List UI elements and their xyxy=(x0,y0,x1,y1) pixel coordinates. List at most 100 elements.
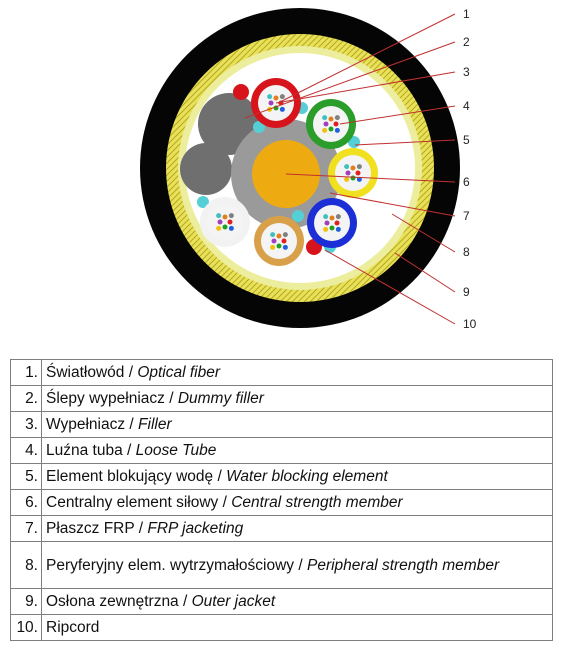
tube-interior xyxy=(313,106,349,142)
legend-description: Ripcord xyxy=(41,614,553,641)
optical-fiber xyxy=(328,126,334,132)
legend-polish: Światłowód / xyxy=(46,364,138,381)
legend-english: Filler xyxy=(138,416,172,433)
optical-fiber xyxy=(350,175,356,181)
cable-body xyxy=(140,8,460,328)
leader-line xyxy=(244,41,456,119)
optical-fiber xyxy=(216,213,222,219)
optical-fiber xyxy=(333,121,339,127)
optical-fiber xyxy=(322,127,328,133)
leader-line xyxy=(275,71,456,104)
legend-number: 10. xyxy=(10,614,42,641)
optical-fiber xyxy=(328,116,334,122)
callout-label-2: 2 xyxy=(463,35,470,49)
legend-polish: Peryferyjny elem. wytrzymałościowy / xyxy=(46,556,307,574)
leader-lines xyxy=(244,13,456,325)
optical-fiber xyxy=(270,232,276,238)
legend-number: 9. xyxy=(10,588,42,615)
legend-row: 10.Ripcord xyxy=(10,614,553,641)
optical-fiber xyxy=(267,94,273,100)
legend-description: Centralny element siłowy / Central stren… xyxy=(41,489,553,516)
legend-description: Ślepy wypełniacz / Dummy filler xyxy=(41,385,553,412)
optical-fiber xyxy=(324,220,330,226)
legend-polish: Luźna tuba / xyxy=(46,442,136,459)
legend-polish: Wypełniacz / xyxy=(46,416,139,433)
legend-english: Central strength member xyxy=(231,494,403,511)
legend-description: Element blokujący wodę / Water blocking … xyxy=(41,463,553,490)
legend-number: 1. xyxy=(10,359,42,386)
legend-number: 7. xyxy=(10,515,42,542)
tube-interior xyxy=(335,155,371,191)
optical-fiber xyxy=(268,100,274,106)
callout-label-7: 7 xyxy=(463,209,470,223)
legend-polish: Płaszcz FRP / xyxy=(46,520,148,537)
water-blocking-element xyxy=(292,210,304,222)
optical-fiber xyxy=(282,244,288,250)
optical-fiber xyxy=(355,170,361,176)
optical-fiber xyxy=(222,214,228,220)
legend-row: 2.Ślepy wypełniacz / Dummy filler xyxy=(10,385,553,412)
legend-number: 8. xyxy=(10,541,42,589)
legend-english: Water blocking element xyxy=(226,468,388,485)
optical-fiber xyxy=(350,165,356,171)
legend-description: Światłowód / Optical fiber xyxy=(41,359,553,386)
optical-fiber xyxy=(344,176,350,182)
callout-label-1: 1 xyxy=(463,7,470,21)
optical-fiber xyxy=(334,127,340,133)
leader-line xyxy=(285,173,456,183)
tube-interior xyxy=(261,223,297,259)
optical-fiber xyxy=(335,214,341,220)
legend-english: Loose Tube xyxy=(135,442,217,459)
legend-row: 5.Element blokujący wodę / Water blockin… xyxy=(10,463,553,490)
leader-line xyxy=(339,105,456,125)
optical-fiber xyxy=(356,176,362,182)
tube-interior xyxy=(207,204,243,240)
optical-fiber xyxy=(329,225,335,231)
water-blocking-element xyxy=(197,196,209,208)
legend-english: Optical fiber xyxy=(137,364,221,381)
optical-fiber xyxy=(356,164,362,170)
optical-fiber xyxy=(282,232,288,238)
legend-row: 7.Płaszcz FRP / FRP jacketing xyxy=(10,515,553,542)
tube-interior xyxy=(314,205,350,241)
legend-number: 5. xyxy=(10,463,42,490)
optical-fiber xyxy=(323,214,329,220)
optical-fiber xyxy=(276,243,282,249)
legend-english: Outer jacket xyxy=(191,593,276,610)
optical-fiber xyxy=(334,220,340,226)
callout-label-4: 4 xyxy=(463,99,470,113)
legend-polish: Osłona zewnętrzna / xyxy=(46,593,192,610)
legend-row: 1.Światłowód / Optical fiber xyxy=(10,359,553,386)
legend-number: 6. xyxy=(10,489,42,516)
leader-line xyxy=(324,249,456,325)
callout-label-8: 8 xyxy=(463,245,470,259)
leader-line xyxy=(354,139,456,146)
water-blocking-element xyxy=(253,121,265,133)
optical-fiber xyxy=(322,115,328,121)
legend-english: FRP jacketing xyxy=(147,520,244,537)
legend-number: 3. xyxy=(10,411,42,438)
legend-row: 9.Osłona zewnętrzna / Outer jacket xyxy=(10,588,553,615)
leader-line xyxy=(277,13,456,104)
dummy-filler xyxy=(233,84,249,100)
callout-label-5: 5 xyxy=(463,133,470,147)
optical-fiber xyxy=(227,219,233,225)
callout-label-3: 3 xyxy=(463,65,470,79)
legend-description: Płaszcz FRP / FRP jacketing xyxy=(41,515,553,542)
leader-line xyxy=(329,192,456,217)
leader-line xyxy=(394,252,456,293)
legend-polish: Ripcord xyxy=(46,619,100,636)
legend-description: Peryferyjny elem. wytrzymałościowy / Per… xyxy=(41,541,553,589)
optical-fiber xyxy=(281,238,287,244)
filler xyxy=(180,143,232,195)
optical-fiber xyxy=(329,215,335,221)
callout-label-10: 10 xyxy=(463,317,477,331)
optical-fiber xyxy=(217,219,223,225)
legend-polish: Element blokujący wodę / xyxy=(46,468,227,485)
optical-fiber xyxy=(228,225,234,231)
legend-number: 4. xyxy=(10,437,42,464)
legend-description: Wypełniacz / Filler xyxy=(41,411,553,438)
optical-fiber xyxy=(216,225,222,231)
